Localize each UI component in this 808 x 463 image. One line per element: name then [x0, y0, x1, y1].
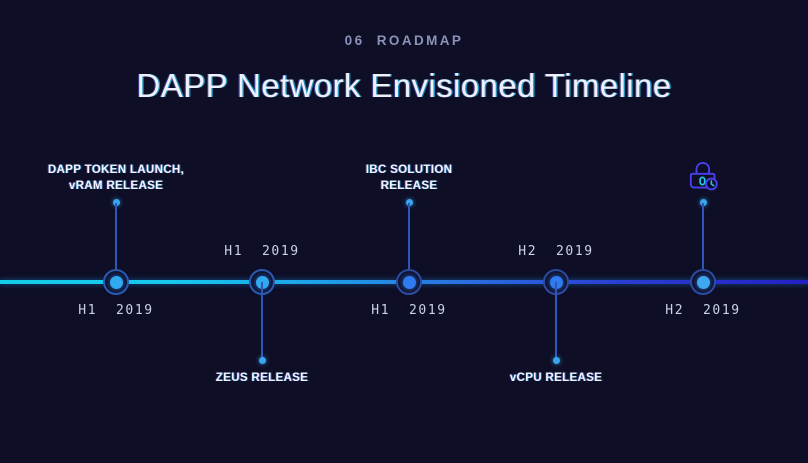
- connector-stem: [115, 203, 117, 282]
- connector-tip-dot: [405, 199, 413, 206]
- connector-tip-dot: [258, 357, 266, 364]
- connector-tip-dot: [552, 357, 560, 364]
- connector-stem: [261, 282, 263, 361]
- connector-stem: [702, 203, 704, 282]
- milestone-label: vCPU RELEASE: [509, 372, 603, 384]
- milestone-label: DAPP TOKEN LAUNCH, vRAM RELEASE: [47, 164, 185, 192]
- milestone-vcpu-release[interactable]: H2 2019 vCPU RELEASE: [456, 0, 656, 463]
- milestone-date: H1 2019: [224, 244, 300, 259]
- lock-clock-icon: [687, 160, 719, 194]
- section-eyebrow: 06 ROADMAP: [344, 33, 464, 48]
- page-title: DAPP Network Envisioned Timeline: [136, 67, 672, 104]
- connector-stem: [408, 203, 410, 282]
- timeline-node[interactable]: [690, 269, 716, 295]
- timeline-node-core: [696, 275, 710, 289]
- milestone-label: IBC SOLUTION RELEASE: [365, 164, 453, 192]
- connector-stem: [555, 282, 557, 361]
- milestone-ibc-solution-release[interactable]: IBC SOLUTION RELEASE H1 2019: [309, 0, 509, 463]
- milestone-locked-milestone[interactable]: H2 2019: [603, 0, 803, 463]
- milestone-date: H1 2019: [371, 303, 447, 318]
- timeline-node[interactable]: [103, 269, 129, 295]
- milestone-date: H1 2019: [78, 303, 154, 318]
- timeline-node[interactable]: [396, 269, 422, 295]
- milestone-dapp-token-launch[interactable]: DAPP TOKEN LAUNCH, vRAM RELEASE H1 2019: [16, 0, 216, 463]
- milestone-label: ZEUS RELEASE: [215, 372, 309, 384]
- timeline-node-core: [109, 275, 123, 289]
- milestone-date: H2 2019: [518, 244, 594, 259]
- connector-tip-dot: [699, 199, 707, 206]
- milestone-zeus-release[interactable]: H1 2019 ZEUS RELEASE: [162, 0, 362, 463]
- milestone-date: H2 2019: [665, 303, 741, 318]
- timeline-node-core: [402, 275, 416, 289]
- connector-tip-dot: [112, 199, 120, 206]
